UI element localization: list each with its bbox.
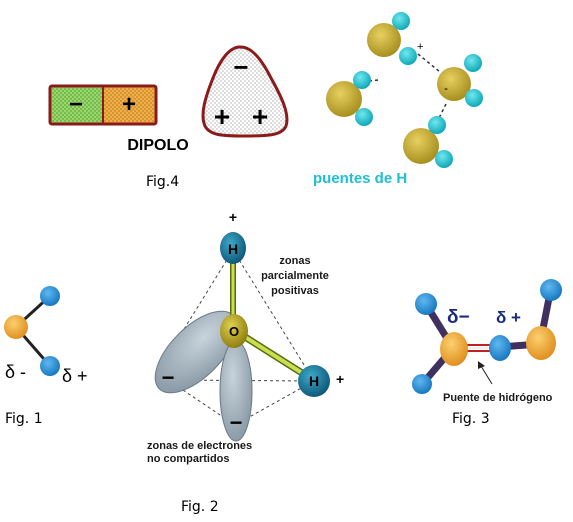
dipole-title: DIPOLO	[127, 137, 188, 154]
fig1-delta-plus: δ +	[62, 366, 88, 386]
dipole-plus-sign: +	[122, 91, 136, 118]
zones-electrons-line-1: zonas de electrones	[147, 440, 252, 452]
fig3-hydrogen-left-up	[415, 293, 437, 315]
water2-hydrogen-b	[465, 89, 483, 107]
zones-positive-line-3: positivas	[271, 285, 319, 297]
fig3-hydrogen-shared	[489, 335, 511, 361]
zones-electrons-line-2: no compartidos	[147, 453, 230, 465]
dipole-positive-half	[103, 86, 156, 124]
fig2-h-top-label: H	[228, 241, 238, 257]
zones-positive-line-1: zonas	[279, 255, 310, 267]
fig2-o-label: O	[229, 324, 239, 339]
fig4-dipole-group: − + DIPOLO	[48, 84, 189, 154]
fig3-caption: Fig. 3	[452, 411, 490, 427]
fig4-caption: Fig.4	[146, 174, 179, 190]
lone-pair-left-minus: −	[162, 365, 175, 390]
hbond-dash-1	[417, 53, 441, 73]
water2-hydrogen-a	[464, 54, 482, 72]
fig2-hydrogen-right	[298, 365, 330, 397]
water3-oxygen	[326, 81, 362, 117]
water2-oxygen	[437, 67, 471, 101]
lone-pair-right-minus: −	[230, 410, 243, 435]
fig2-h-right-label: H	[309, 373, 319, 389]
fig3-delta-plus: δ +	[496, 308, 521, 327]
fig1-water-molecule: δ - δ +	[4, 286, 88, 386]
water2-minus-charge: -	[444, 81, 448, 95]
water3-hydrogen-a	[353, 71, 371, 89]
fig2-atoms: H + O H +	[220, 209, 344, 397]
fig3-arrow-line	[480, 365, 493, 385]
fig1-oxygen-atom	[4, 315, 28, 339]
triangle-plus-right: +	[252, 101, 268, 132]
dipole-negative-half	[50, 86, 103, 124]
fig3-oxygen-left	[440, 332, 468, 366]
fig3-hydrogen-right-up	[540, 279, 562, 301]
fig2-plus-right: +	[336, 371, 344, 387]
fig3-oxygen-right	[526, 326, 556, 360]
triangle-plus-left: +	[214, 101, 230, 132]
water4-oxygen	[403, 128, 439, 164]
fig2-hydrogen-top	[220, 232, 246, 264]
fig2-bonds	[230, 262, 312, 381]
triangle-minus-sign: −	[233, 52, 248, 82]
tetra-edge-1	[232, 249, 315, 382]
fig2-oxygen	[220, 314, 248, 348]
fig4-triangle-group: − + +	[201, 45, 289, 138]
water1-plus-charge: +	[417, 41, 423, 53]
fig2-lone-pairs: − −	[154, 310, 253, 442]
fig3-bond-label: Puente de hidrógeno	[443, 392, 553, 404]
fig2-plus-top: +	[229, 209, 237, 225]
fig2-zones-electrons: zonas de electrones no compartidos	[147, 440, 252, 465]
fig2-caption: Fig. 2	[181, 499, 219, 515]
zones-positive-line-2: parcialmente	[261, 270, 329, 282]
fig2-bond-right-inner	[240, 333, 312, 380]
water4-hydrogen-a	[428, 116, 446, 134]
water4-hydrogen-b	[435, 150, 453, 168]
fig1-delta-minus: δ -	[5, 362, 26, 382]
hbond-label: puentes de H	[313, 170, 407, 187]
fig3-hydrogen-left-down	[412, 374, 432, 394]
fig1-hydrogen-bottom	[40, 356, 60, 376]
fig1-hydrogen-top	[40, 286, 60, 306]
fig3-delta-minus: δ−	[447, 307, 470, 328]
water1-hydrogen-a	[392, 12, 410, 30]
fig3-hbond-pair: δ− δ + Puente de hidrógeno	[412, 279, 562, 404]
fig3-arrow-head	[478, 361, 485, 369]
water1-hydrogen-b	[399, 47, 417, 65]
fig2-zones-positive: zonas parcialmente positivas	[261, 255, 329, 297]
dipole-minus-sign: −	[69, 91, 83, 118]
triangle-molecule	[201, 45, 289, 138]
fig1-caption: Fig. 1	[5, 411, 43, 427]
water1-oxygen	[367, 23, 401, 57]
fig4-hbond-cluster: + - puentes de H	[313, 12, 483, 187]
water3-hydrogen-b	[355, 108, 373, 126]
